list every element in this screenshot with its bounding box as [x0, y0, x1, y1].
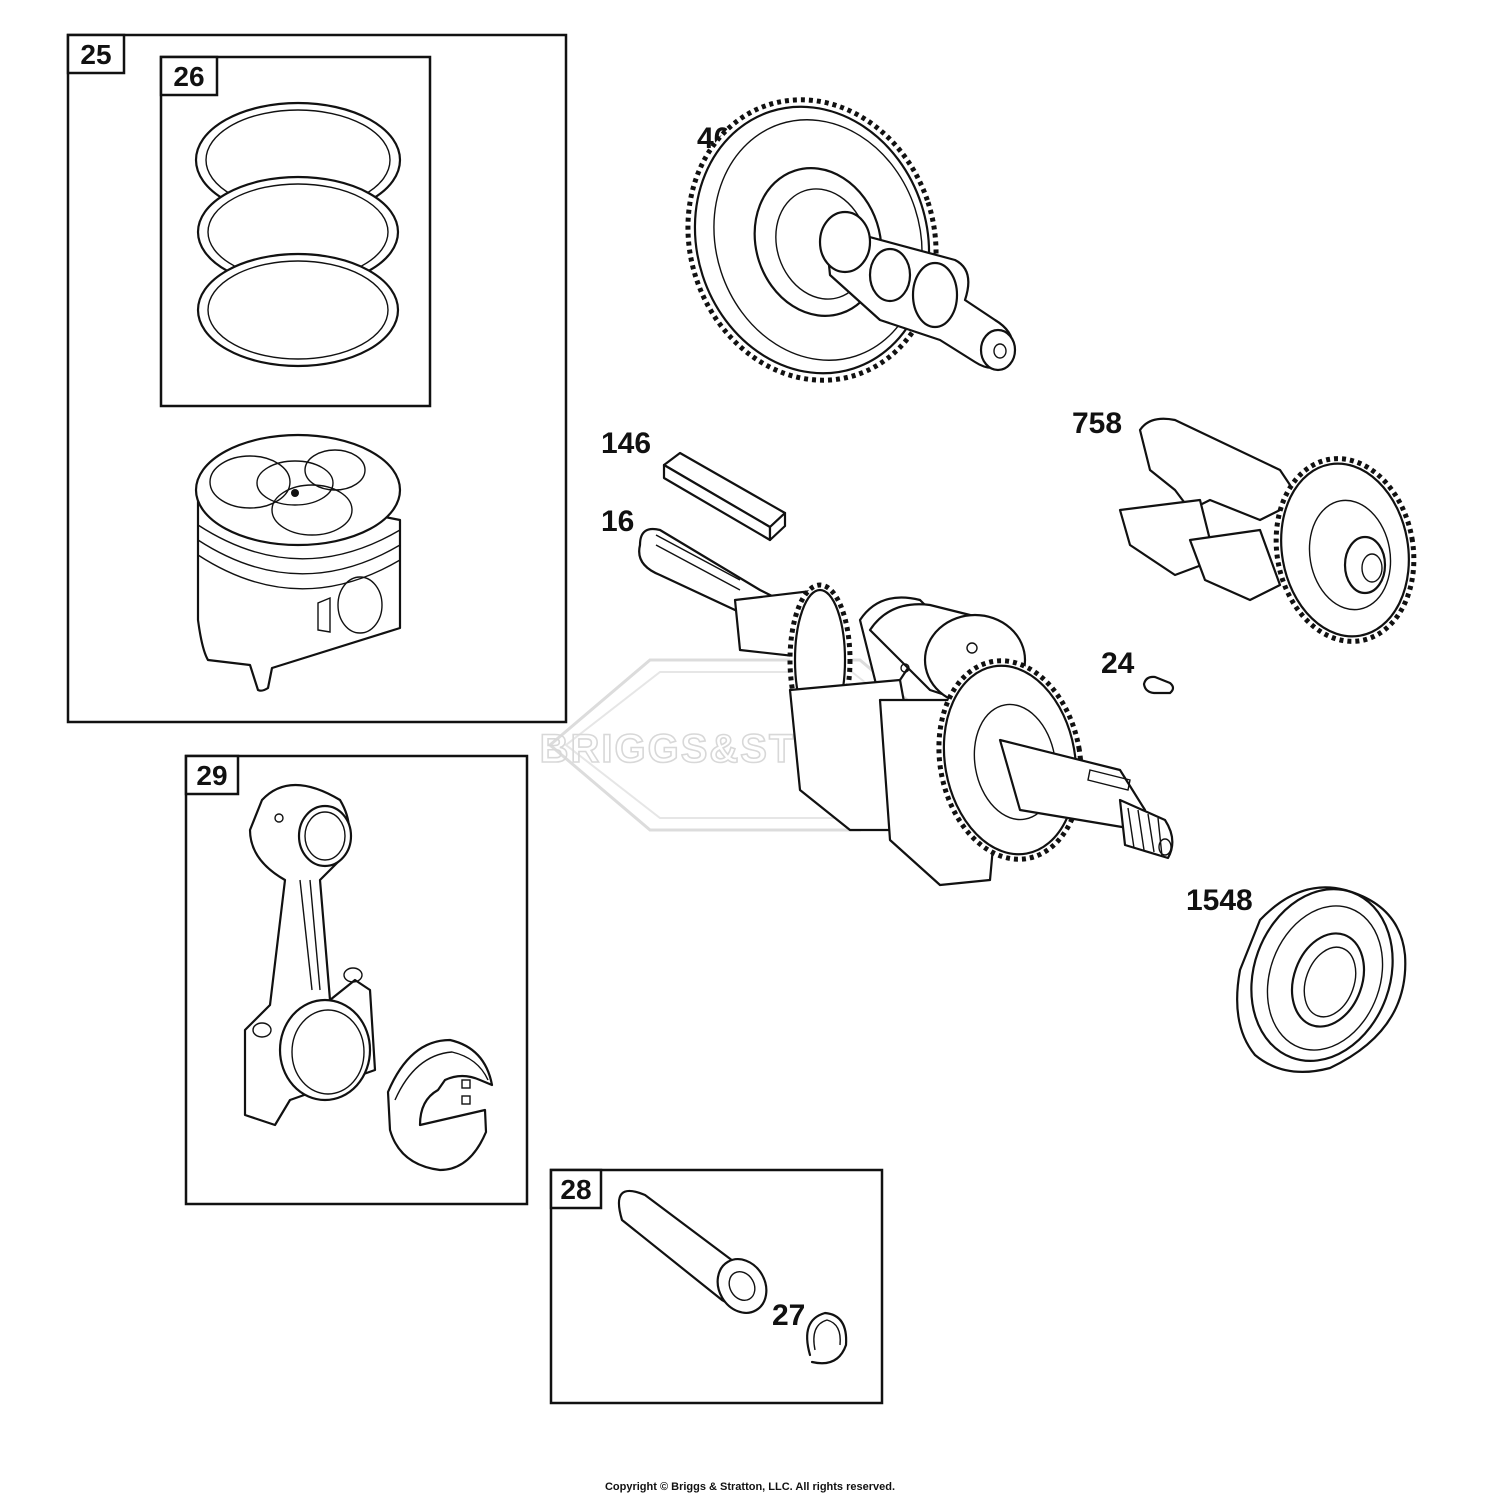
callout-24: 24 [1101, 647, 1135, 680]
copyright-notice: Copyright © Briggs & Stratton, LLC. All … [604, 1481, 896, 1493]
small-key[interactable] [1142, 675, 1175, 695]
piston[interactable] [194, 433, 402, 692]
callout-758: 758 [1072, 407, 1122, 440]
callout-16: 16 [601, 505, 634, 538]
piston-rings[interactable] [194, 101, 402, 368]
ball-bearing[interactable] [1228, 869, 1416, 1081]
kit-tag-29 [184, 754, 240, 796]
retaining-clip[interactable] [806, 1311, 848, 1365]
crankshaft[interactable] [638, 527, 1174, 887]
kit-box-25 [66, 33, 568, 724]
callout-27: 27 [772, 1299, 805, 1332]
kit-tag-26 [159, 55, 219, 97]
connecting-rod[interactable] [243, 783, 377, 1127]
kit-number-26: 26 [173, 61, 204, 92]
kit-number-28: 28 [560, 1174, 591, 1205]
rod-bearing-shell[interactable] [386, 1038, 494, 1172]
kit-tag-28 [549, 1168, 603, 1210]
callout-1548: 1548 [1186, 884, 1253, 917]
camshaft-gear[interactable] [652, 67, 1017, 413]
wrist-pin[interactable] [617, 1189, 776, 1322]
kit-number-29: 29 [196, 760, 227, 791]
callout-146: 146 [601, 427, 651, 460]
crankshaft-key[interactable] [662, 451, 787, 542]
kit-box-29 [184, 754, 529, 1206]
kit-box-26 [159, 55, 432, 408]
kit-number-25: 25 [80, 39, 111, 70]
kit-box-28 [549, 1168, 884, 1405]
kit-tag-25 [66, 33, 126, 75]
balance-shaft[interactable] [1118, 417, 1428, 653]
